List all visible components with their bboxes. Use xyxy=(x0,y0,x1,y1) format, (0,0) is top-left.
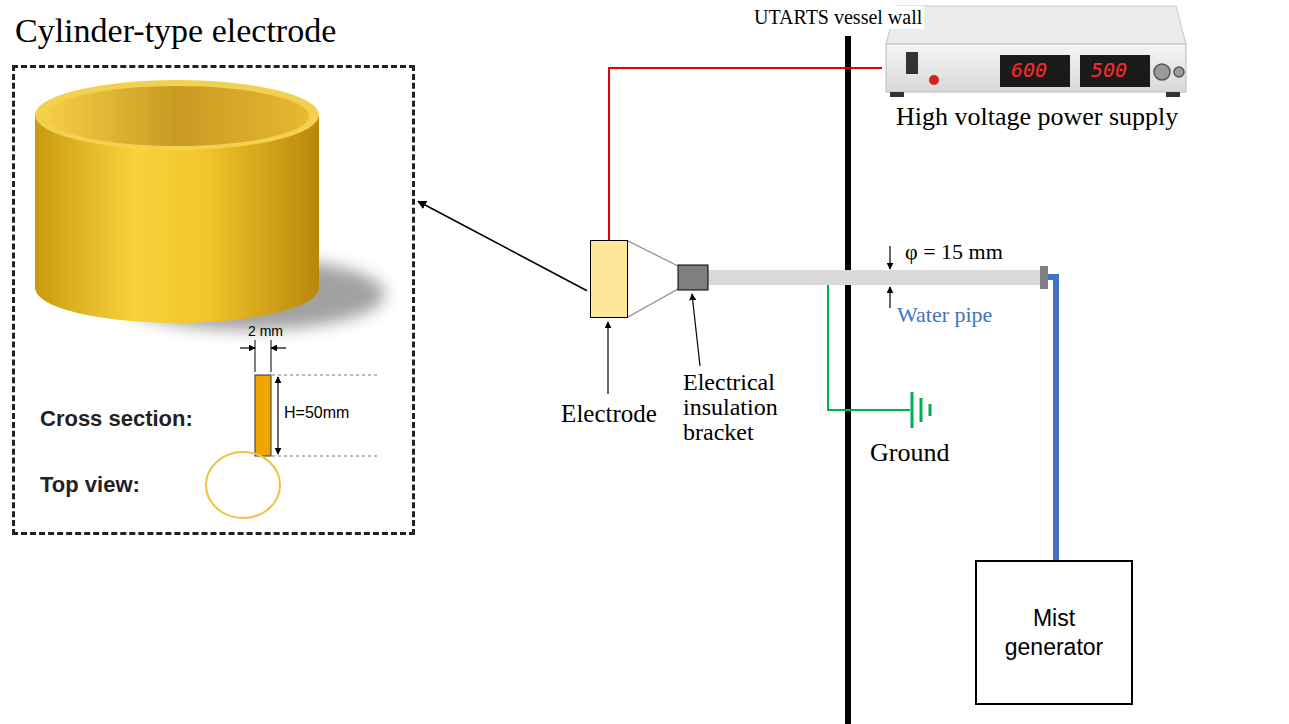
node-label: Cylinder-type electrode xyxy=(15,11,336,51)
leader-line xyxy=(692,294,700,366)
illustration-part xyxy=(708,270,1040,285)
node-label: Electrode xyxy=(561,399,657,429)
illustration-part xyxy=(1000,55,1070,87)
wall-label: UTARTS vessel wall xyxy=(752,6,924,29)
connector-line xyxy=(418,201,587,290)
illustration-part xyxy=(889,246,890,269)
dashed-inset-box: Cylinder-type electrode xyxy=(12,65,415,535)
illustration-part xyxy=(1166,92,1180,97)
illustration-part xyxy=(272,456,378,457)
illustration-part xyxy=(678,265,708,290)
illustration-part xyxy=(255,340,256,372)
illustration-part xyxy=(272,375,378,376)
dimension-label: 2 mm xyxy=(248,323,283,339)
water-pipe xyxy=(1048,277,1056,560)
illustration-part xyxy=(890,92,904,97)
illustration-part xyxy=(255,375,271,456)
illustration-part xyxy=(906,52,918,74)
illustration-part xyxy=(929,404,932,416)
illustration-part xyxy=(628,289,678,317)
illustration-part xyxy=(1154,64,1170,80)
illustration-part xyxy=(206,452,280,518)
illustration-part xyxy=(1080,55,1150,87)
illustration-part xyxy=(240,347,255,348)
illustration-part xyxy=(271,347,286,348)
leader-line xyxy=(607,322,608,394)
illustration-part xyxy=(886,44,1186,92)
display-reading: 600 xyxy=(1011,58,1047,82)
vessel-wall xyxy=(845,36,851,724)
cylinder-illustration xyxy=(35,80,385,330)
display-reading: 500 xyxy=(1091,58,1127,82)
pipe-label: Water pipe xyxy=(895,302,994,328)
node-label: Mist generator xyxy=(997,604,1111,662)
part-label: Electrical insulation bracket xyxy=(683,370,795,446)
power-supply-illustration xyxy=(886,6,1186,97)
illustration-part xyxy=(35,80,319,150)
illustration-part xyxy=(929,75,939,85)
illustration-part xyxy=(886,6,1186,44)
illustration-part xyxy=(1174,67,1184,77)
view-label: Top view: xyxy=(40,472,140,498)
diameter-arrows xyxy=(890,246,891,308)
illustration-part xyxy=(271,340,272,372)
mist-generator-box: Mist generator xyxy=(975,560,1133,705)
illustration-part xyxy=(628,241,678,266)
illustration-part xyxy=(889,287,890,308)
illustration-part xyxy=(920,398,923,422)
dimension-label: φ = 15 mm xyxy=(903,239,1005,265)
illustration-part xyxy=(1040,266,1048,289)
view-label: Cross section: xyxy=(40,406,193,432)
cross-section-figure xyxy=(206,340,378,518)
illustration-part xyxy=(45,86,309,146)
illustration-part xyxy=(911,392,914,428)
node-label: High voltage power supply xyxy=(896,102,1178,132)
dimension-label: H=50mm xyxy=(284,404,349,422)
connector-line xyxy=(609,68,882,240)
ground-label: Ground xyxy=(868,438,951,468)
electrode-block: Electrode xyxy=(590,240,628,318)
illustration-part xyxy=(277,377,278,454)
